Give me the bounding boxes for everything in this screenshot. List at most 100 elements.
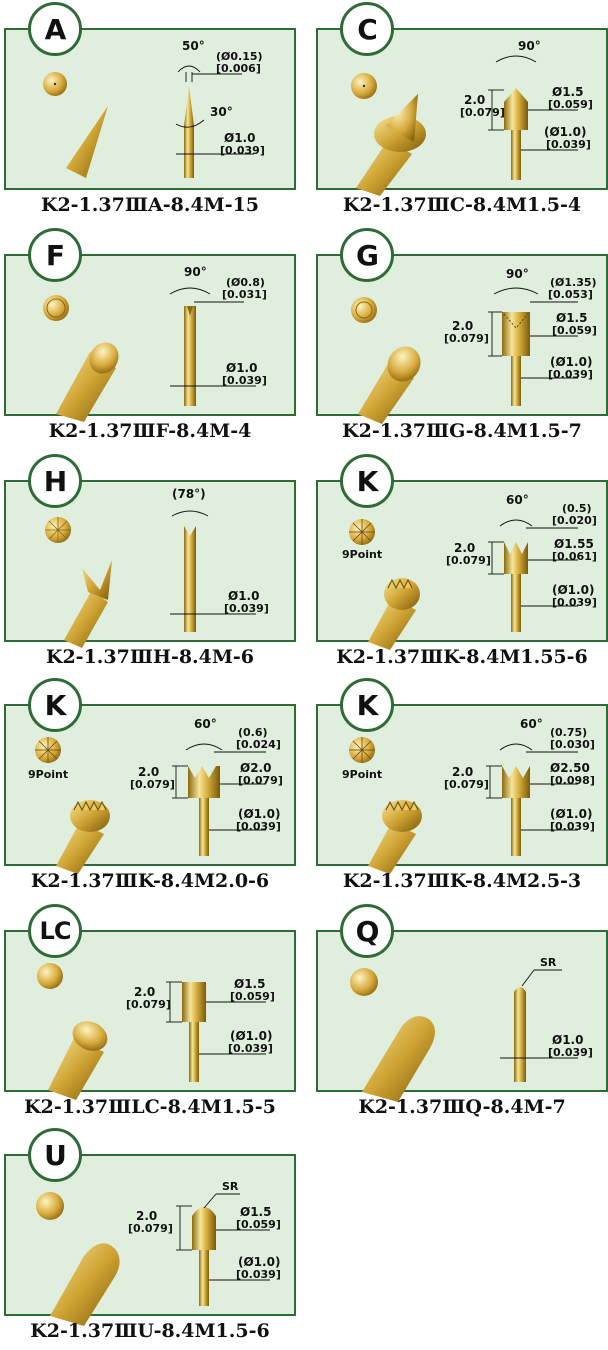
shaft-dia-label: (Ø1.0)	[552, 583, 594, 597]
probe-card-u: SR 2.0 [0.079] Ø1.5 [0.059] (Ø1.0) [0.03…	[0, 1126, 296, 1350]
head-dia-inch: [0.059]	[230, 990, 275, 1003]
probe-g-side-view	[502, 312, 530, 406]
probe-3d-view	[66, 106, 108, 178]
head-dia-label: Ø1.5	[556, 311, 587, 325]
probe-f-side-view	[184, 306, 196, 406]
probe-u-side-view	[192, 1207, 216, 1306]
probe-model-caption: K2-1.37ⅢF-8.4M-4	[48, 420, 252, 442]
shaft-dia-label: (Ø1.0)	[238, 807, 280, 821]
probe-card-f: 90° (Ø0.8) [0.031] Ø1.0 [0.039] F K2-1.3…	[0, 226, 296, 450]
tip-dim-inch: [0.024]	[236, 738, 281, 751]
shaft-dia-label: (Ø1.0)	[238, 1255, 280, 1269]
shaft-dia-inch: [0.039]	[548, 1046, 593, 1059]
probe-k-side-view	[504, 542, 528, 632]
tip-dim-label: (0.5)	[562, 502, 592, 515]
head-dia-label: Ø1.5	[552, 85, 583, 99]
tip-end-view	[351, 297, 377, 323]
spherical-radius-label: SR	[540, 956, 557, 969]
tip-dim-inch: [0.006]	[216, 62, 261, 75]
shaft-dia-inch: [0.039]	[546, 138, 591, 151]
probe-model-caption: K2-1.37ⅢK-8.4M2.5-3	[342, 870, 582, 892]
shaft-dia-inch: [0.039]	[550, 820, 595, 833]
probe-3d-view	[356, 140, 412, 196]
probe-letter-badge: A	[28, 2, 82, 56]
shaft-dia-label: (Ø1.0)	[550, 807, 592, 821]
probe-card-c: 90° 2.0 [0.079] Ø1.5 [0.059] (Ø1.0) [0.0…	[312, 0, 608, 224]
probe-card-a: 50° (Ø0.15) [0.006] 30° Ø1.0 [0.039] A K…	[0, 0, 296, 224]
shaft-dia-label: Ø1.0	[226, 361, 257, 375]
probe-letter-badge: C	[340, 2, 394, 56]
probe-3d-view	[368, 822, 416, 874]
probe-q-drawing: SR Ø1.0 [0.039]	[350, 956, 593, 1102]
head-length-label: 2.0	[452, 765, 473, 779]
tip-dim-label: (Ø1.35)	[550, 276, 597, 289]
head-length-inch: [0.079]	[126, 998, 171, 1011]
probe-model-caption: K2-1.37ⅢK-8.4M2.0-6	[30, 870, 270, 892]
probe-model-caption: K2-1.37ⅢH-8.4M-6	[45, 646, 255, 668]
tip-dim-inch: [0.031]	[222, 288, 267, 301]
tip-end-view	[36, 1192, 64, 1220]
probe-k-drawing: 9Point 60° (0.5) [0.020] 2.0 [0.079] Ø1.…	[342, 493, 597, 650]
tip-dim-inch: [0.053]	[548, 288, 593, 301]
shaft-dia-label: (Ø1.0)	[550, 355, 592, 369]
probe-h-drawing: (78°) Ø1.0 [0.039]	[45, 487, 269, 648]
probe-model-caption: K2-1.37ⅢA-8.4M-15	[40, 194, 260, 216]
tip-dim-inch: [0.020]	[552, 514, 597, 527]
probe-a-drawing: 50° (Ø0.15) [0.006] 30° Ø1.0 [0.039]	[43, 39, 265, 178]
shaft-dia-inch: [0.039]	[236, 1268, 281, 1281]
probe-k-side-view	[502, 766, 530, 856]
probe-model-caption: K2-1.37ⅢU-8.4M1.5-6	[30, 1320, 270, 1342]
angle-side-label: 30°	[210, 105, 233, 119]
head-dia-label: Ø1.5	[240, 1205, 271, 1219]
head-dia-label: Ø2.50	[550, 761, 590, 775]
tip-dim-inch: [0.030]	[550, 738, 595, 751]
probe-card-k-1: 9Point 60° (0.5) [0.020] 2.0 [0.079] Ø1.…	[312, 452, 608, 676]
head-length-label: 2.0	[452, 319, 473, 333]
probe-3d-view	[64, 590, 108, 648]
probe-letter-badge: H	[28, 454, 82, 508]
head-dia-inch: [0.061]	[552, 550, 597, 563]
probe-3d-view	[368, 598, 416, 650]
head-length-label: 2.0	[134, 985, 155, 999]
head-dia-inch: [0.079]	[238, 774, 283, 787]
head-dia-label: Ø1.55	[554, 537, 594, 551]
probe-letter-badge: K	[340, 678, 394, 732]
head-length-label: 2.0	[138, 765, 159, 779]
probe-3d-view	[50, 1243, 120, 1326]
probe-card-lc: 2.0 [0.079] Ø1.5 [0.059] (Ø1.0) [0.039] …	[0, 902, 296, 1126]
probe-c-drawing: 90° 2.0 [0.079] Ø1.5 [0.059] (Ø1.0) [0.0…	[351, 39, 593, 196]
probe-h-side-view	[184, 526, 196, 632]
point-count-label: 9Point	[342, 548, 382, 561]
probe-3d-view	[48, 1038, 104, 1100]
angle-top-label: 90°	[184, 265, 207, 279]
head-length-inch: [0.079]	[460, 106, 505, 119]
tip-end-view	[350, 968, 378, 996]
shaft-dia-inch: [0.039]	[220, 144, 265, 157]
probe-letter-badge: U	[28, 1128, 82, 1182]
angle-top-label: 60°	[506, 493, 529, 507]
probe-model-caption: K2-1.37ⅢK-8.4M1.55-6	[336, 646, 588, 668]
angle-top-label: 90°	[506, 267, 529, 281]
head-length-inch: [0.079]	[446, 554, 491, 567]
probe-letter-badge: K	[340, 454, 394, 508]
head-length-inch: [0.079]	[128, 1222, 173, 1235]
probe-panel	[4, 930, 296, 1092]
angle-top-label: 60°	[194, 717, 217, 731]
shaft-dia-label: (Ø1.0)	[230, 1029, 272, 1043]
probe-a-side-view	[184, 86, 194, 178]
head-dia-inch: [0.059]	[552, 324, 597, 337]
probe-c-side-view	[504, 88, 528, 180]
probe-letter-badge: F	[28, 228, 82, 282]
probe-g-drawing: 90° (Ø1.35) [0.053] 2.0 [0.079] Ø1.5 [0.…	[351, 267, 597, 424]
shaft-dia-inch: [0.039]	[222, 374, 267, 387]
probe-lc-side-view	[182, 982, 206, 1082]
angle-top-label: 60°	[520, 717, 543, 731]
shaft-dia-inch: [0.039]	[224, 602, 269, 615]
head-dia-label: Ø1.5	[234, 977, 265, 991]
head-dia-inch: [0.059]	[236, 1218, 281, 1231]
spherical-radius-label: SR	[222, 1180, 239, 1193]
probe-letter-badge: Q	[340, 904, 394, 958]
head-length-label: 2.0	[454, 541, 475, 555]
probe-model-caption: K2-1.37ⅢLC-8.4M1.5-5	[24, 1096, 276, 1118]
head-length-inch: [0.079]	[444, 778, 489, 791]
